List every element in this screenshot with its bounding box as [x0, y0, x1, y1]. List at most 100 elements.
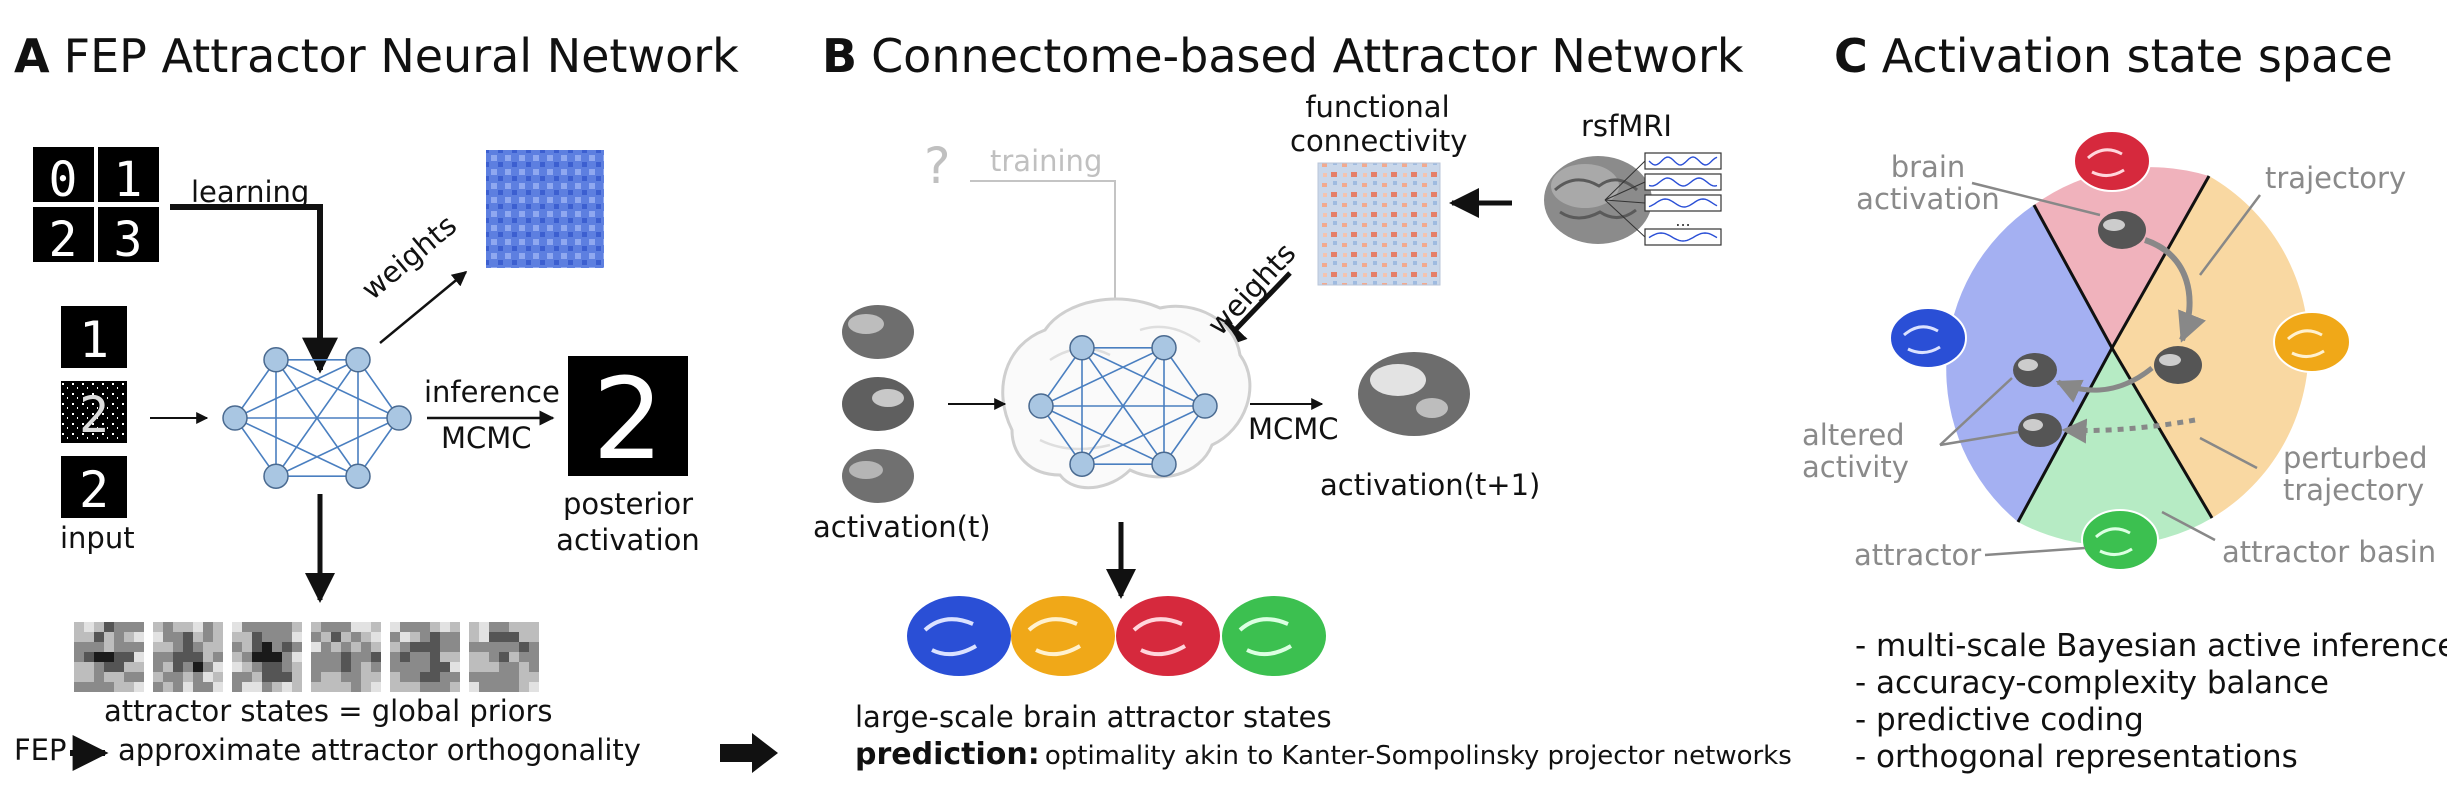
attractor-pixel: [292, 652, 302, 662]
attractor-pixel: [400, 632, 410, 642]
attractor-pixel: [390, 662, 400, 672]
attractor-pixel: [94, 642, 104, 652]
attractor-pixel: [173, 652, 183, 662]
attractor-pixel: [84, 682, 94, 692]
attractor-pixel: [282, 632, 292, 642]
attractor-pixel: [479, 672, 489, 682]
attractor-pixel: [252, 652, 262, 662]
attractor-pixel: [213, 662, 223, 672]
attractor-pixel: [489, 672, 499, 682]
digit-1: 1: [114, 152, 143, 208]
attractor-pixel: [292, 682, 302, 692]
input-digit-2: 2: [79, 461, 109, 519]
attractor-pixel: [134, 622, 144, 632]
attractor-pixel: [153, 682, 163, 692]
attractor-pixel: [341, 642, 351, 652]
attractor-pixel: [499, 652, 509, 662]
attractor-pixel: [489, 682, 499, 692]
attractor-pixel: [104, 652, 114, 662]
attractor-pixel: [104, 632, 114, 642]
attractor-pixel: [519, 672, 529, 682]
attractor-pixel: [341, 672, 351, 682]
attractor-pixel: [193, 632, 203, 642]
attractor-pixel: [153, 632, 163, 642]
signal-box: [1644, 152, 1722, 170]
attractor-pixel: [371, 642, 381, 652]
attractor-pixel: [213, 642, 223, 652]
signal-trace: [1648, 156, 1718, 166]
fep-label: FEP: [14, 733, 67, 767]
attractor-pixel: [479, 652, 489, 662]
network-node: [1069, 451, 1095, 477]
attractor-pixel: [450, 652, 460, 662]
network-edge: [275, 359, 359, 477]
network-node: [1028, 393, 1054, 419]
attractor-pixel: [272, 672, 282, 682]
attractor-pixel: [104, 642, 114, 652]
attractor-pixel: [450, 672, 460, 682]
attractor-pixel: [124, 662, 134, 672]
orthogonality-label: approximate attractor orthogonality: [118, 733, 641, 767]
attractor-pixel: [114, 642, 124, 652]
properties-list: - multi-scale Bayesian active inference …: [1855, 628, 2447, 776]
attractor-pixel: [509, 682, 519, 692]
attractor-pixel: [311, 622, 321, 632]
posterior-label: posterior: [562, 487, 694, 521]
attractor-pixel: [499, 642, 509, 652]
attractor-pixel: [489, 632, 499, 642]
attractor-pixel: [410, 642, 420, 652]
attractor-pixel: [361, 632, 371, 642]
attractor-pixel: [469, 652, 479, 662]
attractor-pixel: [331, 632, 341, 642]
attractor-pixel: [331, 662, 341, 672]
attractor-pixel: [232, 672, 242, 682]
attractor-pixel: [193, 622, 203, 632]
attractor-pixel: [390, 642, 400, 652]
attractor-pixel: [203, 682, 213, 692]
attractor-pixel: [341, 652, 351, 662]
attractor-pixel: [242, 682, 252, 692]
attractor-pixel: [479, 642, 489, 652]
attractor-pixel: [203, 652, 213, 662]
attractor-pixel: [84, 652, 94, 662]
attractor-pixel: [84, 642, 94, 652]
attractor-pixel: [193, 642, 203, 652]
signal-box: [1644, 173, 1722, 191]
attractor-pixel: [450, 642, 460, 652]
network-edge: [1081, 347, 1165, 465]
attractor-pixel: [252, 632, 262, 642]
attractor-pixel: [410, 672, 420, 682]
attractor-pixel: [163, 662, 173, 672]
attractor-pixel: [420, 652, 430, 662]
attractor-pixel: [124, 652, 134, 662]
attractor-pixel: [282, 642, 292, 652]
attractor-pixel: [262, 642, 272, 652]
network-b: [1028, 335, 1218, 477]
attractor-pixel: [351, 622, 361, 632]
functional-label: functional: [1305, 90, 1450, 124]
attractor-pixel: [74, 622, 84, 632]
panel-transition-arrow: [720, 733, 778, 773]
attractor-pixel: [371, 652, 381, 662]
attractor-pixel: [203, 632, 213, 642]
attractor-pixel: [183, 642, 193, 652]
bullet-4: - orthogonal representations: [1855, 739, 2298, 775]
attractor-pixel: [153, 662, 163, 672]
network-node: [222, 405, 248, 431]
attractor-pixel: [74, 652, 84, 662]
attractor-pixel: [410, 632, 420, 642]
attractor-pixel: [124, 622, 134, 632]
attractor-pixel: [252, 662, 262, 672]
attractor-pixel: [193, 682, 203, 692]
attractor-pixel: [94, 622, 104, 632]
attractor-pixel: [163, 672, 173, 682]
bullet-3: - predictive coding: [1855, 702, 2144, 738]
attractor-pixel: [519, 662, 529, 672]
attractor-pixel: [489, 652, 499, 662]
attractor-pixel: [242, 672, 252, 682]
signal-ellipsis: ...: [1675, 211, 1690, 230]
attractor-pixel: [124, 642, 134, 652]
attractor-pixel: [94, 662, 104, 672]
panel-c-letter: C: [1834, 29, 1868, 83]
